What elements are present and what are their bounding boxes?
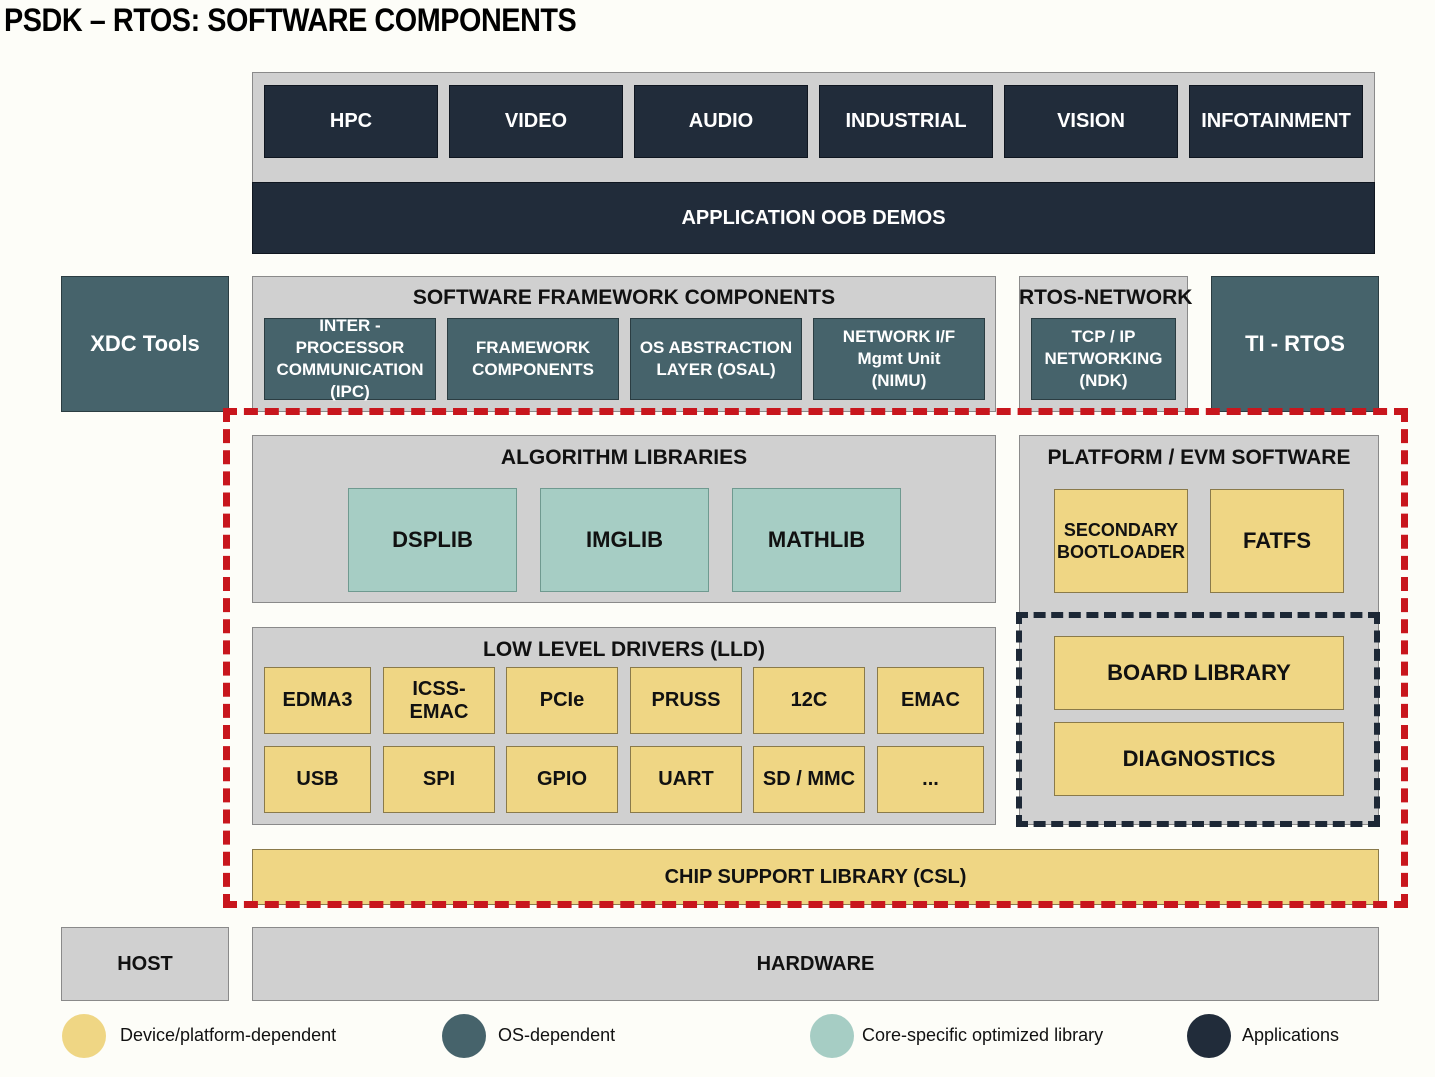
rtos-network-ndk[interactable]: TCP / IP NETWORKING (NDK) [1031, 318, 1176, 400]
framework-components-line2: COMPONENTS [472, 360, 594, 379]
app-infotainment[interactable]: INFOTAINMENT [1189, 85, 1363, 158]
hardware[interactable]: HARDWARE [252, 927, 1379, 1001]
lld-usb[interactable]: USB [264, 746, 371, 813]
framework-nimu-line3: (NIMU) [871, 371, 927, 390]
framework-nimu[interactable]: NETWORK I/F Mgmt Unit (NIMU) [813, 318, 985, 400]
secondary-bootloader-line2: BOOTLOADER [1057, 542, 1185, 562]
app-audio[interactable]: AUDIO [634, 85, 808, 158]
lld-pruss[interactable]: PRUSS [630, 667, 742, 734]
algorithm-libraries-header: ALGORITHM LIBRARIES [500, 446, 748, 469]
xdc-tools[interactable]: XDC Tools [61, 276, 229, 412]
lld-gpio[interactable]: GPIO [506, 746, 618, 813]
rtos-network-header: RTOS-NETWORK [1019, 286, 1193, 309]
board-library[interactable]: BOARD LIBRARY [1054, 636, 1344, 710]
platform-header: PLATFORM / EVM SOFTWARE [1047, 446, 1351, 469]
ti-rtos[interactable]: TI - RTOS [1211, 276, 1379, 412]
ndk-line1: TCP / IP [1071, 327, 1136, 346]
framework-nimu-line2: Mgmt Unit [857, 349, 941, 368]
software-framework-header: SOFTWARE FRAMEWORK COMPONENTS [412, 286, 836, 309]
lld-spi[interactable]: SPI [383, 746, 495, 813]
board-support-outline [1016, 612, 1380, 827]
secondary-bootloader-line1: SECONDARY [1063, 520, 1179, 540]
lld-more[interactable]: ... [877, 746, 984, 813]
device-dependent-outline [223, 408, 1408, 908]
lld-12c[interactable]: 12C [753, 667, 865, 734]
legend-device-label: Device/platform-dependent [120, 1025, 337, 1045]
app-vision[interactable]: VISION [1004, 85, 1178, 158]
ndk-line3: (NDK) [1079, 371, 1128, 390]
framework-ipc-line3: (IPC) [330, 382, 370, 401]
framework-nimu-line1: NETWORK I/F [842, 327, 956, 346]
secondary-bootloader[interactable]: SECONDARY BOOTLOADER [1054, 489, 1188, 593]
framework-osal-line1: OS ABSTRACTION [639, 338, 793, 357]
legend-os-label: OS-dependent [498, 1025, 616, 1045]
page-title: PSDK – RTOS: SOFTWARE COMPONENTS [4, 2, 577, 38]
lld-uart[interactable]: UART [630, 746, 742, 813]
framework-ipc[interactable]: INTER - PROCESSOR COMMUNICATION (IPC) [264, 316, 436, 401]
legend-device-dot [62, 1014, 106, 1058]
framework-osal-line2: LAYER (OSAL) [656, 360, 776, 379]
legend-app-label: Applications [1242, 1025, 1340, 1045]
lld-edma3[interactable]: EDMA3 [264, 667, 371, 734]
app-video[interactable]: VIDEO [449, 85, 623, 158]
lld-sd-mmc[interactable]: SD / MMC [753, 746, 865, 813]
framework-components-line1: FRAMEWORK [475, 338, 591, 357]
framework-osal[interactable]: OS ABSTRACTION LAYER (OSAL) [630, 318, 802, 400]
ndk-line2: NETWORKING [1044, 349, 1163, 368]
diagnostics[interactable]: DIAGNOSTICS [1054, 722, 1344, 796]
algo-mathlib[interactable]: MATHLIB [732, 488, 901, 592]
fatfs[interactable]: FATFS [1210, 489, 1344, 593]
legend-app-dot [1187, 1014, 1231, 1058]
lld-icss-emac[interactable]: ICSS-EMAC [383, 667, 495, 734]
application-oob-demos[interactable]: APPLICATION OOB DEMOS [252, 182, 1375, 254]
legend-core-label: Core-specific optimized library [862, 1025, 1104, 1045]
framework-ipc-line1: INTER - PROCESSOR [295, 316, 405, 357]
lld-panel [252, 627, 996, 825]
app-industrial[interactable]: INDUSTRIAL [819, 85, 993, 158]
lld-emac[interactable]: EMAC [877, 667, 984, 734]
framework-ipc-line2: COMMUNICATION [276, 360, 424, 379]
host[interactable]: HOST [61, 927, 229, 1001]
framework-components[interactable]: FRAMEWORK COMPONENTS [447, 318, 619, 400]
lld-pcie[interactable]: PCIe [506, 667, 618, 734]
app-hpc[interactable]: HPC [264, 85, 438, 158]
algo-dsplib[interactable]: DSPLIB [348, 488, 517, 592]
lld-header: LOW LEVEL DRIVERS (LLD) [483, 638, 765, 661]
algo-imglib[interactable]: IMGLIB [540, 488, 709, 592]
legend-core-dot [810, 1014, 854, 1058]
legend-os-dot [442, 1014, 486, 1058]
